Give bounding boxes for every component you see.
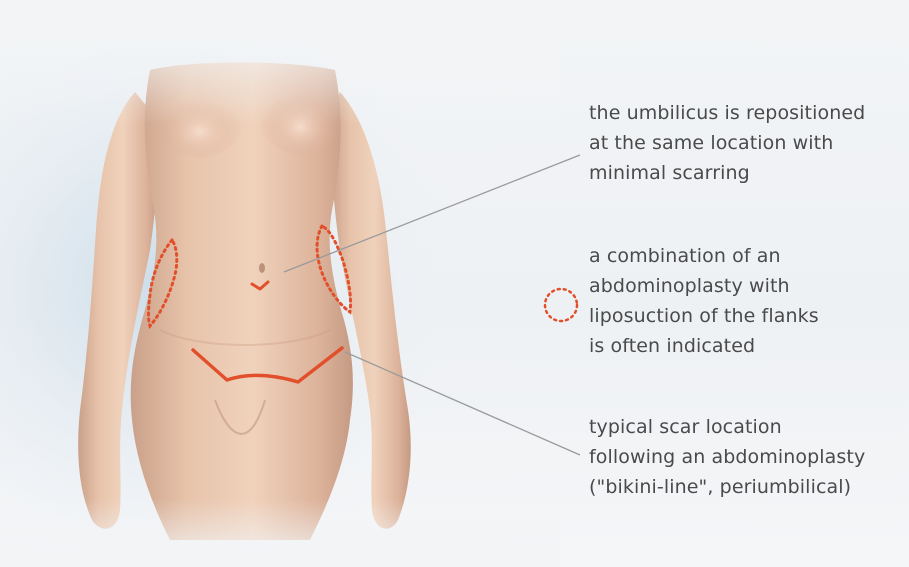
fade-overlay [0,0,560,567]
combination-annotation: a combination of an abdominoplasty with … [589,241,819,361]
umbilicus-annotation: the umbilicus is repositioned at the sam… [589,98,865,188]
annotation-line: liposuction of the flanks [589,301,819,331]
annotation-line: ("bikini-line", periumbilical) [589,472,865,502]
annotation-line: minimal scarring [589,158,865,188]
annotation-line: typical scar location [589,412,865,442]
dotted-circle-icon [540,284,582,326]
annotation-line: at the same location with [589,128,865,158]
annotation-line: following an abdominoplasty [589,442,865,472]
annotation-line: a combination of an [589,241,819,271]
scar-annotation: typical scar location following an abdom… [589,412,865,502]
annotation-line: abdominoplasty with [589,271,819,301]
annotation-line: is often indicated [589,331,819,361]
annotation-line: the umbilicus is repositioned [589,98,865,128]
